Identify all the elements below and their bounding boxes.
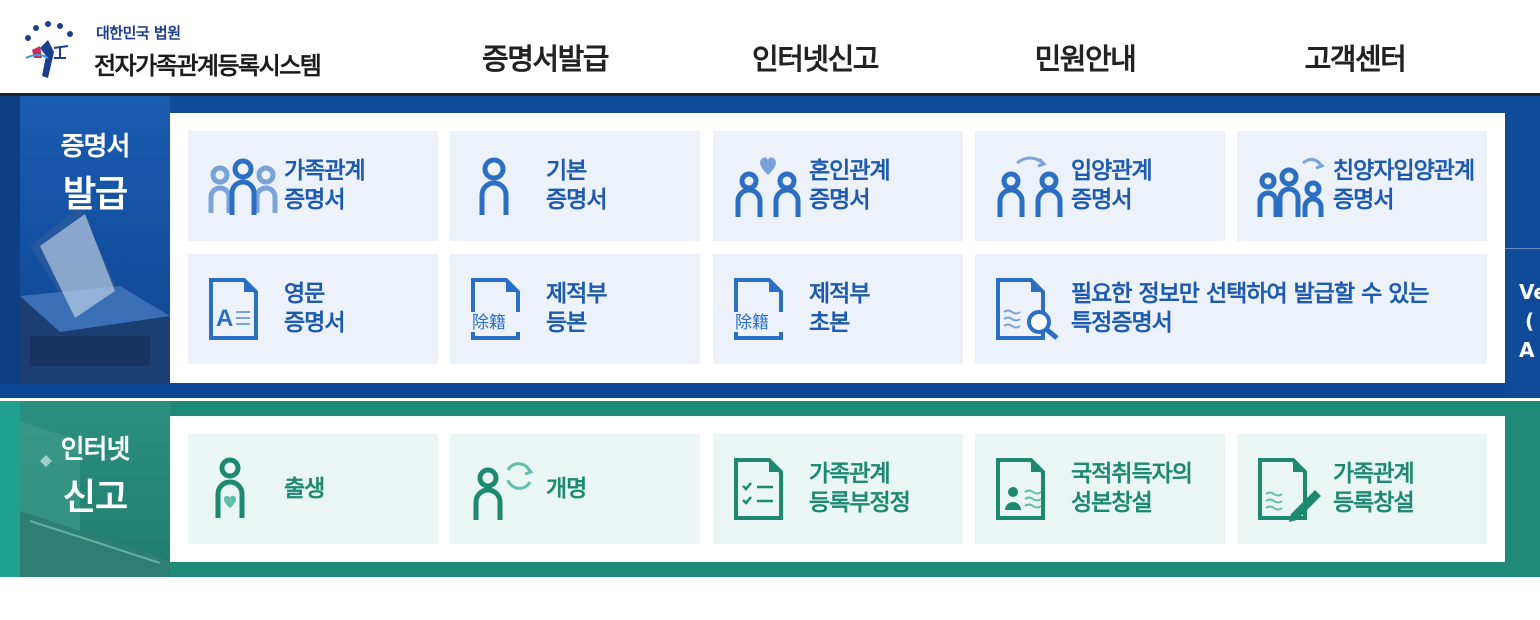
family-icon [208, 158, 278, 215]
section-edge [0, 401, 20, 577]
nav-item-internet-report[interactable]: 인터넷신고 [752, 42, 879, 76]
card-label: 개명 [546, 475, 587, 502]
side-title-line2: 신고 [62, 477, 128, 518]
marriage-icon [735, 157, 801, 217]
right-edge-banner-green [1505, 401, 1540, 577]
logo-subtitle: 대한민국 법원 [96, 24, 181, 42]
report-side-title: 인터넷 신고 [20, 429, 170, 520]
nationality-document-icon [996, 458, 1045, 520]
removed-register-extract-icon: 除籍 [733, 278, 783, 340]
side-title-line2: 발급 [62, 174, 128, 215]
card-birth-report[interactable]: 출생 [188, 434, 438, 544]
divider [1505, 248, 1540, 249]
section-bottom-bar [0, 384, 1540, 398]
main-nav: 증명서발급 인터넷신고 민원안내 고객센터 [410, 36, 1490, 86]
full-adoption-icon [1257, 158, 1325, 217]
birth-icon [215, 457, 245, 518]
removed-register-copy-icon: 除籍 [470, 278, 520, 340]
rename-icon [473, 462, 534, 520]
svg-text:除籍: 除籍 [472, 313, 506, 333]
certificate-side-title: 증명서 발급 [20, 126, 170, 217]
section-edge [0, 96, 20, 398]
report-side-banner: 인터넷 신고 [20, 401, 170, 577]
nav-item-civil-guide[interactable]: 민원안내 [1034, 42, 1137, 76]
checklist-icon [734, 458, 783, 520]
svg-text:A: A [216, 305, 233, 332]
site-logo[interactable]: 대한민국 법원 전자가족관계등록시스템 [18, 16, 348, 82]
adoption-icon [997, 156, 1063, 217]
nav-item-certificate[interactable]: 증명서발급 [482, 42, 609, 76]
court-emblem-icon [25, 21, 73, 78]
register-create-icon [1258, 458, 1321, 522]
document-search-icon [996, 278, 1059, 340]
site-header: 대한민국 법원 전자가족관계등록시스템 증명서발급 인터넷신고 민원안내 고객센… [0, 0, 1540, 96]
side-title-line1: 증명서 [60, 132, 131, 162]
nav-item-customer-center[interactable]: 고객센터 [1304, 42, 1407, 76]
english-document-icon: A [209, 278, 258, 340]
card-label: 출생 [284, 475, 325, 502]
right-edge-text-3: A [1519, 338, 1535, 362]
person-icon [479, 157, 509, 215]
certificate-side-banner: 증명서 발급 [20, 96, 170, 398]
laptop-icon [20, 421, 170, 577]
right-edge-text-2: ( [1525, 309, 1535, 333]
card-rename-report[interactable]: 개명 [450, 434, 700, 544]
right-edge-text: Ve ( A [1519, 278, 1540, 365]
svg-text:除籍: 除籍 [735, 313, 769, 333]
right-edge-text-1: Ve [1519, 280, 1540, 304]
printer-icon [20, 206, 170, 388]
side-title-line1: 인터넷 [60, 435, 131, 465]
logo-title: 전자가족관계등록시스템 [94, 52, 322, 80]
right-edge-banner: Ve ( A [1505, 96, 1540, 398]
